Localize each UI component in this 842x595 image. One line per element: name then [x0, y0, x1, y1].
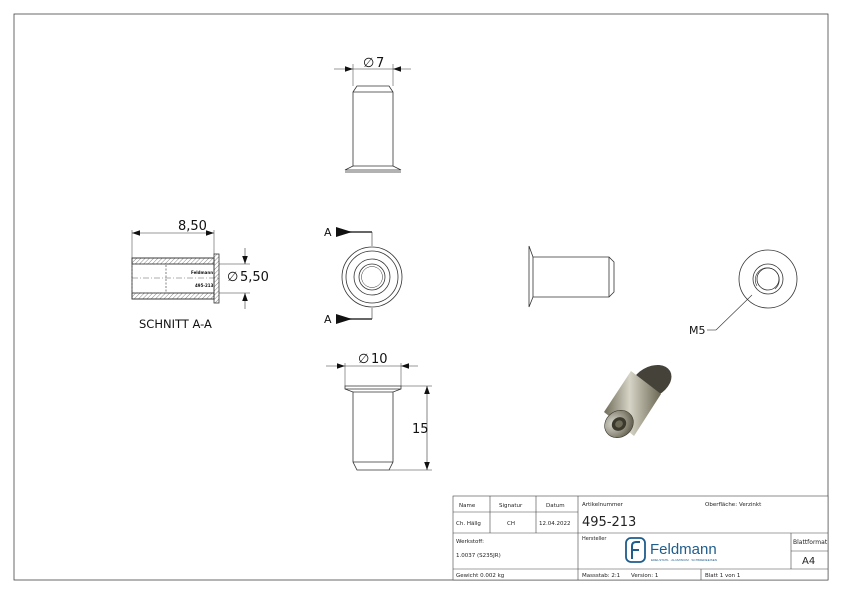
- tb-werkstoff-value: 1.0037 (S235JR): [456, 553, 501, 559]
- top-side-view: [334, 64, 411, 173]
- feldmann-logo-icon: [625, 537, 646, 563]
- tb-gewicht: Gewicht 0.002 kg: [456, 573, 504, 579]
- isometric-3d-view: [604, 364, 672, 438]
- cut-label-bottom: A: [324, 313, 332, 326]
- tb-massstab: Massstab: 2:1: [582, 573, 620, 579]
- sheet-frame: [13, 13, 829, 581]
- dimension-diameter-symbol-section: ∅: [227, 270, 238, 285]
- engraving-brand: Feldmann: [191, 270, 213, 275]
- cut-label-top: A: [324, 226, 332, 239]
- side-horizontal-view: [528, 245, 615, 308]
- dimension-diameter-symbol-top: ∅: [363, 56, 374, 71]
- tb-oberflaeche-value: Verzinkt: [739, 502, 762, 508]
- front-view: [336, 227, 403, 324]
- engraving-number: 495-213: [195, 283, 214, 288]
- dimension-bottom-length: 15: [412, 422, 429, 437]
- dimension-section-length: 8,50: [178, 219, 207, 234]
- tb-version: Version: 1: [631, 573, 658, 579]
- tb-blatt: Blatt 1 von 1: [705, 573, 740, 579]
- tb-blattformat-value: A4: [802, 556, 815, 567]
- end-view-thread: [707, 249, 798, 331]
- section-label: SCHNITT A-A: [139, 317, 212, 331]
- dimension-top-diameter: 7: [376, 56, 384, 71]
- dimension-diameter-symbol-bottom: ∅: [358, 352, 369, 367]
- tb-name-value: Ch. Hällg: [456, 521, 481, 527]
- dimension-bottom-diameter: 10: [371, 352, 388, 367]
- logo-text: Feldmann: [650, 541, 717, 558]
- tb-datum-value: 12.04.2022: [539, 521, 571, 527]
- tb-datum-header: Datum: [546, 503, 565, 509]
- section-view-a-a: [131, 230, 250, 309]
- tb-name-header: Name: [459, 503, 476, 509]
- tb-signatur-value: CH: [507, 521, 515, 527]
- logo-tagline: EDELSTAHL · ALUMINIUM · SCHMIEDEEISEN: [651, 558, 717, 562]
- tb-oberflaeche-label: Oberfläche:: [705, 502, 737, 508]
- tb-hersteller-label: Hersteller: [582, 536, 607, 542]
- tb-blattformat-label: Blattformat: [793, 539, 828, 546]
- bottom-side-view: [326, 363, 432, 471]
- thread-label: M5: [689, 324, 706, 337]
- tb-signatur-header: Signatur: [499, 503, 523, 509]
- tb-artikelnummer-label: Artikelnummer: [582, 502, 624, 508]
- tb-artikelnummer-value: 495-213: [582, 515, 636, 530]
- tb-werkstoff-label: Werkstoff:: [456, 539, 484, 545]
- dimension-section-diameter: 5,50: [240, 270, 269, 285]
